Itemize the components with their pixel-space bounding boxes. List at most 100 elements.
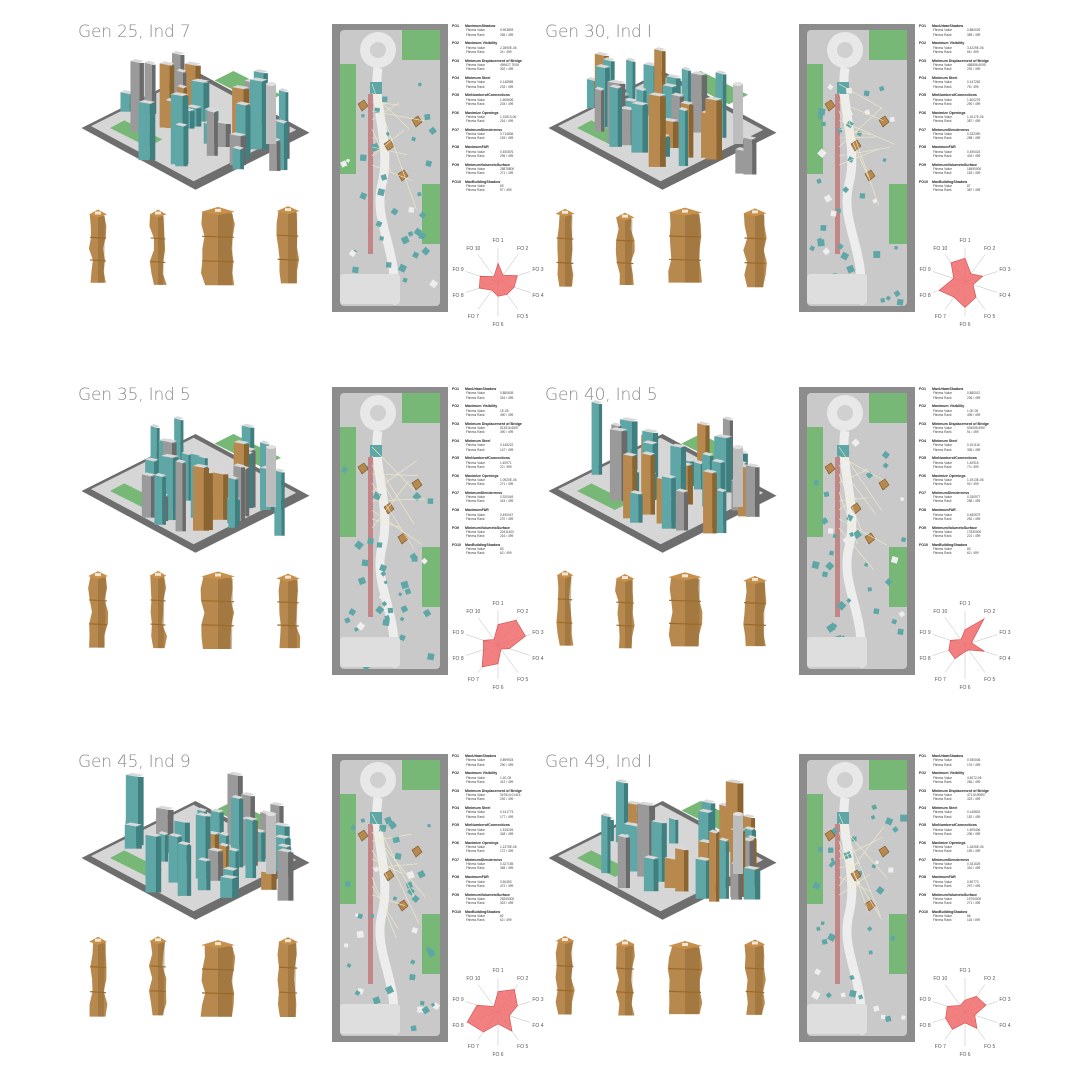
visibility-line bbox=[838, 469, 868, 484]
fitness-value-row: Fitness Value 468556.6095 bbox=[919, 63, 1013, 67]
tower-forms bbox=[556, 570, 767, 649]
building-block bbox=[158, 831, 169, 862]
plan-building bbox=[344, 617, 351, 624]
plan-building bbox=[892, 826, 899, 833]
plan-building bbox=[828, 862, 834, 868]
objective-id: FO4 bbox=[452, 438, 459, 443]
objective-name: MinNumberofConnections bbox=[465, 456, 510, 461]
objective-id: FO8 bbox=[919, 875, 926, 880]
building-block bbox=[245, 816, 257, 879]
plan-building bbox=[417, 82, 422, 87]
objective-name: Maximize Openings bbox=[465, 840, 499, 845]
landmark-tower bbox=[266, 82, 276, 144]
objective-name: Minimum Displacement of Bridge bbox=[932, 58, 989, 63]
plan-block bbox=[340, 1004, 400, 1034]
tower-form bbox=[555, 208, 575, 287]
objective-name: MinimumSlenderness bbox=[932, 127, 970, 132]
fitness-value: 468556.6095 bbox=[967, 63, 986, 68]
fitness-rank-label: Fitness Rank bbox=[466, 67, 485, 72]
building-block bbox=[705, 96, 722, 160]
radar-axis-label: FO 2 bbox=[517, 609, 528, 615]
site-plan bbox=[799, 24, 915, 312]
tower-form bbox=[277, 937, 299, 1018]
building-block bbox=[232, 145, 244, 170]
main-road bbox=[372, 430, 399, 668]
fitness-value: 1.0E-05 bbox=[967, 408, 979, 413]
objective-name: MinNumberofConnections bbox=[932, 93, 977, 98]
radar-axis-label: FO 8 bbox=[452, 293, 463, 299]
building-block bbox=[643, 855, 659, 892]
fitness-rank-label: Fitness Rank bbox=[466, 482, 485, 487]
radar-axis-label: FO 1 bbox=[492, 601, 503, 607]
fitness-value-label: Fitness Value bbox=[933, 166, 953, 171]
fitness-rank-label: Fitness Rank bbox=[933, 762, 952, 767]
fitness-rank: 292 / 499 bbox=[500, 797, 514, 802]
fitness-value: 0.327155 bbox=[500, 862, 514, 867]
fitness-value-label: Fitness Value bbox=[933, 529, 953, 534]
fitness-value-label: Fitness Value bbox=[466, 477, 486, 482]
fitness-rank: 316 / 499 bbox=[500, 395, 514, 400]
objective-id: FO3 bbox=[452, 58, 459, 63]
objective-id: FO3 bbox=[452, 421, 459, 426]
plan-building bbox=[863, 90, 870, 97]
objective-id: FO2 bbox=[452, 41, 459, 46]
plan-building bbox=[354, 913, 359, 917]
plan-building bbox=[417, 870, 426, 879]
fitness-value: 513516.6557 bbox=[500, 426, 519, 431]
plan-building bbox=[821, 938, 828, 945]
plan-building bbox=[345, 158, 350, 163]
fitness-value: 0.330977 bbox=[967, 495, 981, 500]
fitness-value: 4.5072-06 bbox=[967, 775, 982, 780]
green-zone bbox=[422, 184, 440, 244]
objective-id: FO5 bbox=[919, 93, 926, 98]
fitness-rank-label: Fitness Rank bbox=[466, 119, 485, 124]
visibility-line bbox=[838, 446, 882, 511]
objective-name: Maximum Visibility bbox=[932, 41, 965, 46]
fitness-rank-label: Fitness Rank bbox=[466, 516, 485, 521]
objective-id: FO8 bbox=[919, 145, 926, 150]
plan-building bbox=[825, 561, 835, 571]
plan-block bbox=[340, 274, 400, 304]
radar-axis-label: FO 5 bbox=[517, 1044, 528, 1050]
fitness-value-label: Fitness Value bbox=[466, 28, 486, 33]
fitness-value-label: Fitness Value bbox=[933, 63, 953, 68]
fitness-value: 82 bbox=[500, 914, 504, 919]
fitness-value: 499627.7E06 bbox=[500, 63, 519, 68]
fitness-rank: 490 / 499 bbox=[500, 412, 514, 417]
visibility-line bbox=[371, 92, 410, 130]
landmark-tower bbox=[733, 812, 743, 874]
radar-axis-label: FO 10 bbox=[933, 609, 947, 615]
plan-building bbox=[400, 580, 410, 590]
radar-axis-label: FO 1 bbox=[959, 968, 970, 974]
main-road bbox=[839, 797, 866, 1035]
plan-building bbox=[878, 85, 885, 92]
plan-site bbox=[807, 30, 907, 306]
plan-building bbox=[399, 616, 405, 622]
visibility-line bbox=[371, 146, 408, 156]
green-zone bbox=[422, 547, 440, 607]
plan-building bbox=[384, 985, 395, 995]
plan-building bbox=[361, 114, 365, 118]
radar-axis-label: FO 5 bbox=[984, 1044, 995, 1050]
